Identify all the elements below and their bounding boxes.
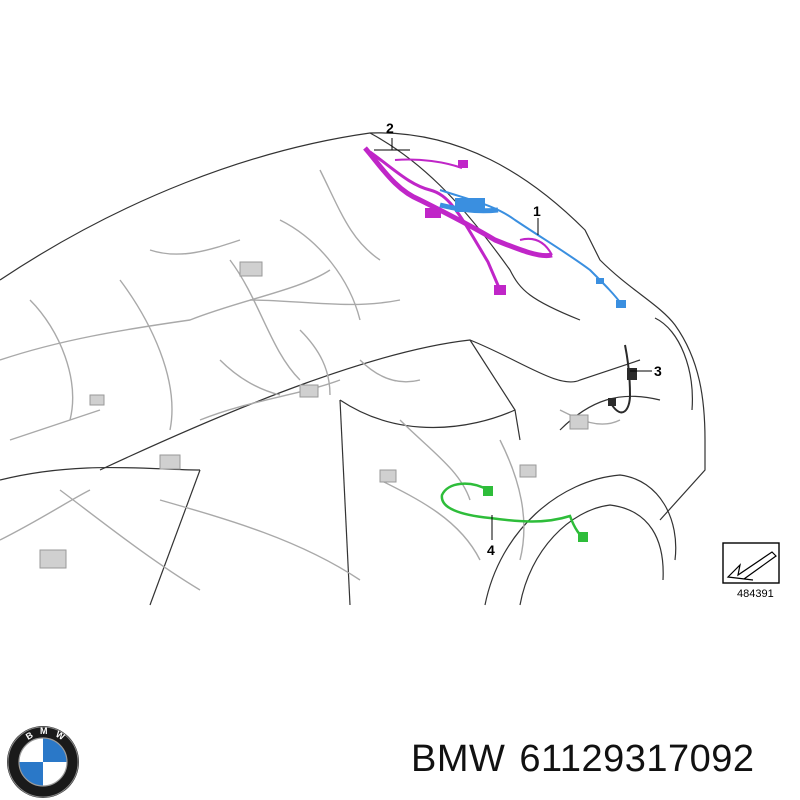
harness-part-1 (439, 189, 626, 308)
svg-text:B: B (24, 730, 35, 742)
reference-number: 484391 (737, 588, 774, 600)
callout-4: 4 (487, 542, 495, 558)
car-body-outline (0, 132, 706, 606)
callout-2: 2 (386, 120, 394, 136)
callout-3: 3 (654, 363, 662, 379)
background-wiring (0, 169, 621, 591)
background-connectors (39, 261, 589, 569)
harness-part-2 (363, 146, 553, 295)
callout-leaders (374, 138, 652, 540)
bmw-logo: B M W (7, 726, 79, 798)
part-number: 61129317092 (519, 738, 755, 780)
part-caption: BMW 61129317092 (411, 738, 769, 781)
brand-name: BMW (411, 738, 506, 780)
harness-part-3 (608, 344, 637, 414)
view-direction-icon (722, 542, 780, 584)
svg-text:M: M (40, 726, 48, 736)
harness-part-4 (440, 482, 588, 542)
callout-1: 1 (533, 203, 541, 219)
